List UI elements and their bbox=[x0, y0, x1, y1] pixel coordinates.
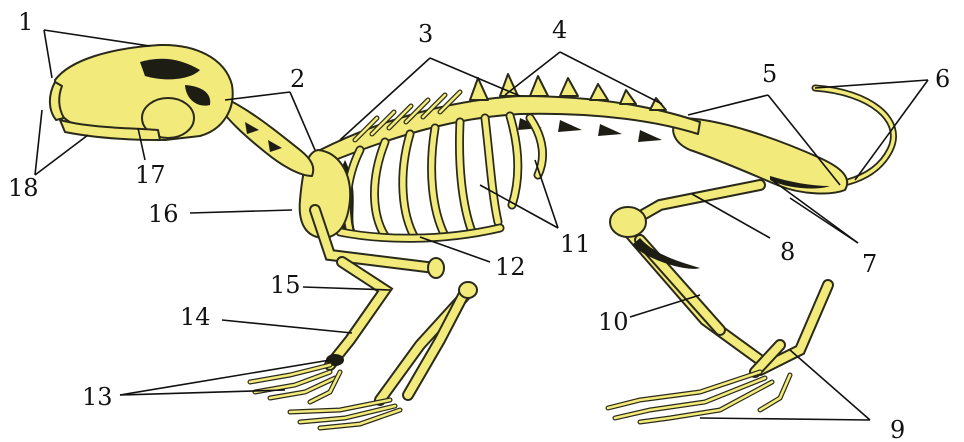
label-9: 9 bbox=[890, 416, 905, 442]
label-5: 5 bbox=[762, 60, 777, 88]
hind-leg bbox=[608, 185, 828, 422]
label-16: 16 bbox=[148, 200, 179, 228]
label-6: 6 bbox=[935, 65, 950, 93]
label-4: 4 bbox=[552, 16, 567, 44]
label-7: 7 bbox=[862, 250, 877, 278]
label-10: 10 bbox=[598, 308, 629, 336]
label-18: 18 bbox=[8, 174, 39, 202]
skull bbox=[50, 45, 233, 140]
label-1: 1 bbox=[18, 8, 33, 36]
label-13: 13 bbox=[82, 383, 113, 411]
label-14: 14 bbox=[180, 303, 211, 331]
label-11: 11 bbox=[560, 230, 591, 258]
front-leg bbox=[250, 210, 477, 428]
label-15: 15 bbox=[270, 271, 301, 299]
label-3: 3 bbox=[418, 20, 433, 48]
neck-vertebrae bbox=[220, 98, 313, 176]
label-12: 12 bbox=[495, 253, 526, 281]
label-2: 2 bbox=[290, 65, 305, 93]
label-8: 8 bbox=[780, 238, 795, 266]
label-17: 17 bbox=[135, 161, 166, 189]
